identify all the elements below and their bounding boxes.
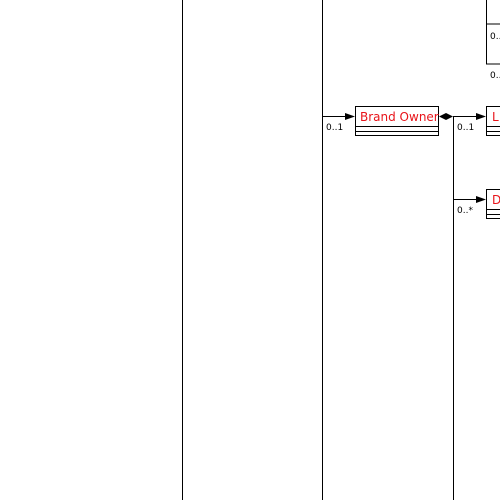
multiplicity-brand-to-right-bottom: 0..* (457, 206, 473, 216)
arrow-head-icon (476, 113, 486, 120)
composition-diamond-icon (439, 113, 453, 120)
multiplicity-to-brand-owner: 0..1 (326, 123, 343, 133)
class-box-top-right[interactable] (486, 0, 500, 65)
class-box-right-top[interactable]: L (486, 106, 500, 136)
class-name-right-bottom: D (492, 193, 500, 207)
class-name-right-top: L (492, 110, 499, 124)
class-box-right-bottom[interactable]: D (486, 189, 500, 219)
class-box-brand-owner[interactable]: Brand Owner (355, 106, 439, 136)
arrow-head-icon (345, 113, 355, 120)
arrow-head-icon (476, 196, 486, 203)
multiplicity-brand-to-right-top: 0..1 (457, 123, 474, 133)
multiplicity-top-right-outer: 0.. (490, 71, 500, 81)
multiplicity-top-right-inner: 0.. (490, 32, 500, 42)
class-name-brand-owner: Brand Owner (360, 110, 439, 124)
